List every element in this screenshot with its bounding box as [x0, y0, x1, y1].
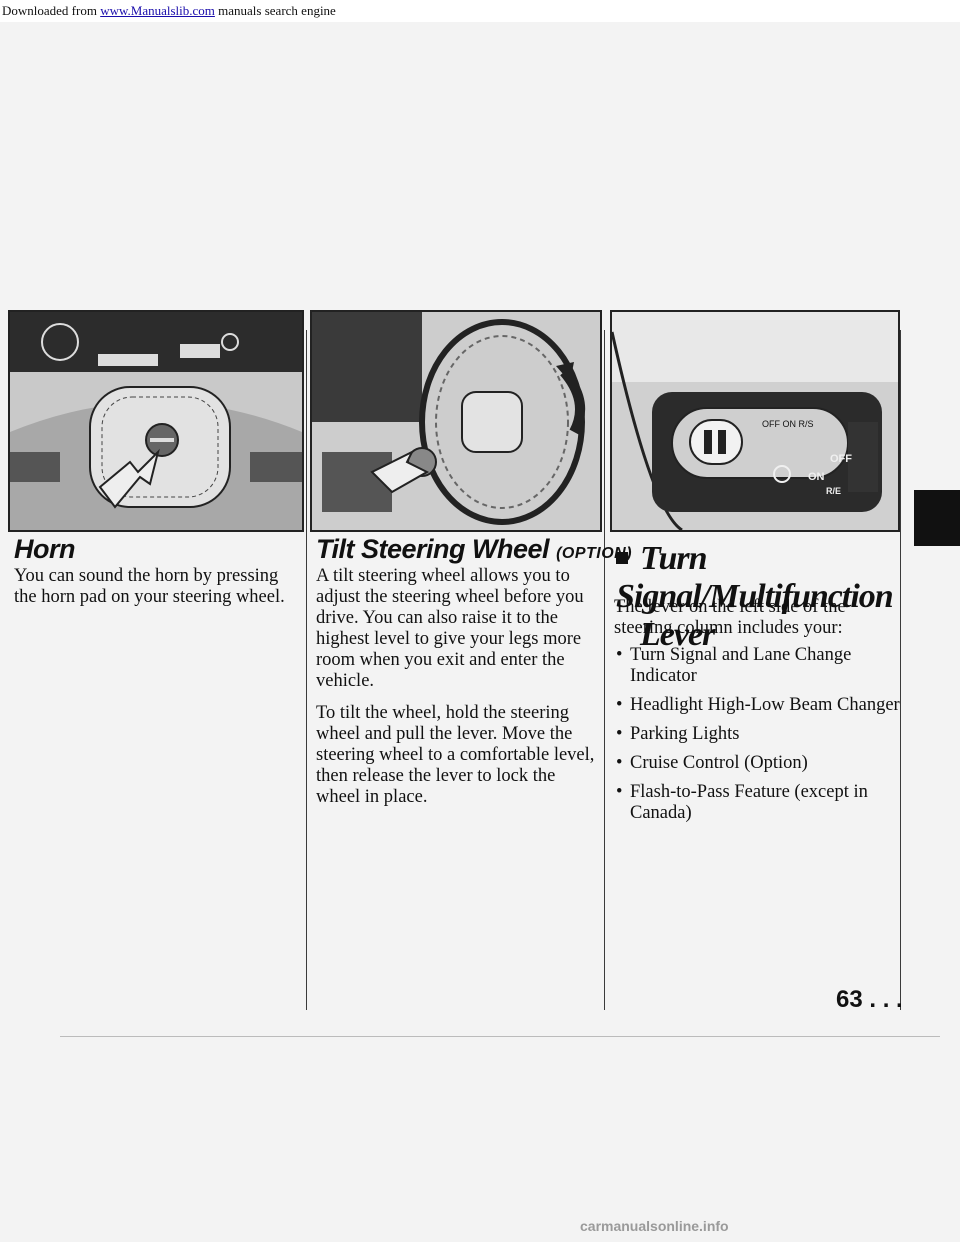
horn-pad-drawing: [10, 312, 302, 530]
tilt-heading: Tilt Steering Wheel (OPTION): [316, 534, 632, 565]
watermark: carmanualsonline.info: [580, 1218, 729, 1234]
column-divider-left: [306, 330, 307, 1010]
horn-body: You can sound the horn by pressing the h…: [14, 566, 304, 619]
tilt-paragraph-1: A tilt steering wheel allows you to adju…: [316, 566, 584, 691]
tilt-wheel-drawing: [312, 312, 600, 530]
horn-paragraph: You can sound the horn by pressing the h…: [14, 566, 285, 607]
lever-label-off: OFF: [830, 453, 852, 465]
list-item: Cruise Control (Option): [614, 753, 900, 774]
header-prefix: Downloaded from: [2, 3, 101, 18]
lever-label-on: ON: [808, 471, 825, 483]
tilt-paragraph-2: To tilt the wheel, hold the steering whe…: [316, 703, 595, 807]
column-divider-middle: [604, 330, 605, 1010]
list-item: Headlight High-Low Beam Changer: [614, 695, 900, 716]
turn-signal-intro: The lever on the left side of the steeri…: [614, 597, 846, 638]
tilt-option-label: (OPTION): [556, 545, 633, 562]
manualslib-link[interactable]: www.Manualslib.com: [100, 3, 215, 18]
column-divider-right: [900, 330, 901, 1010]
light-icon: [773, 465, 791, 483]
list-item: Flash-to-Pass Feature (except in Canada): [614, 782, 900, 824]
multifunction-lever-drawing: OFF ON R/S OFF ON R/E: [612, 312, 898, 530]
header-suffix: manuals search engine: [214, 3, 336, 18]
page-number: 63 . . .: [836, 986, 903, 1013]
tilt-wheel-illustration: [310, 310, 602, 532]
horn-illustration: [8, 310, 304, 532]
horn-heading: Horn: [14, 534, 76, 565]
list-item: Parking Lights: [614, 724, 900, 745]
horn-title: Horn: [14, 534, 76, 564]
footer-rule: [60, 1036, 940, 1037]
turn-signal-feature-list: Turn Signal and Lane Change Indicator He…: [614, 645, 900, 824]
lever-label-res: R/E: [826, 486, 841, 496]
list-item: Turn Signal and Lane Change Indicator: [614, 645, 900, 687]
lever-label-off-on: OFF ON R/S: [762, 419, 814, 429]
lever-illustration: OFF ON R/S OFF ON R/E: [610, 310, 900, 532]
tilt-title: Tilt Steering Wheel: [316, 534, 550, 564]
turn-signal-title-line1: Turn Signal/Multifunction: [616, 540, 894, 615]
turn-signal-body: The lever on the left side of the steeri…: [614, 597, 900, 832]
section-thumb-tab: [914, 490, 960, 546]
section-square-icon: [616, 552, 628, 565]
download-header: Downloaded from www.Manualslib.com manua…: [0, 0, 960, 22]
tilt-body: A tilt steering wheel allows you to adju…: [316, 566, 598, 819]
scanned-page: [0, 22, 960, 1242]
